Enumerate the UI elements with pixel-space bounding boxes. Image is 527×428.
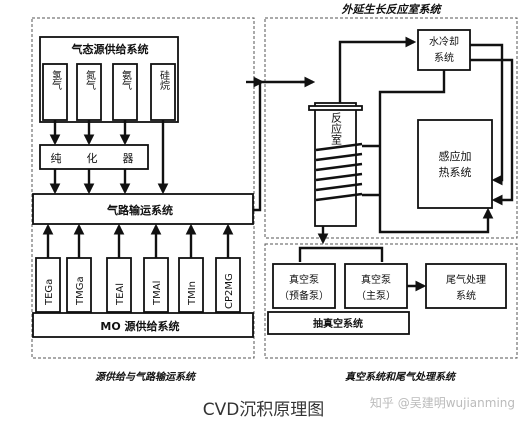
cooling-system-box — [417, 29, 471, 71]
mo-source-box — [66, 257, 92, 313]
heating-coil-turn — [315, 192, 363, 202]
cooling-to-heater — [470, 43, 504, 186]
mo-source-box — [178, 257, 204, 313]
gas-source-label: 氢气 — [50, 69, 62, 90]
heating-coil-turn — [315, 142, 363, 152]
mo-source-label: CP2MG — [224, 273, 235, 309]
gas-source-label: 氮气 — [84, 69, 96, 90]
watermark: 知乎 @吴建明wujianming — [369, 396, 515, 410]
mo-source-label: TMAl — [152, 281, 163, 306]
vacuum-pump-backup-label-line: 真空泵 — [289, 273, 319, 286]
exhaust-treatment-label-line: 系统 — [456, 289, 476, 302]
exhaust-treatment-label-line: 尾气处理 — [446, 273, 486, 286]
heating-system-label-line: 热系统 — [439, 166, 472, 179]
vacuum-section-frame — [264, 243, 518, 359]
gas-transport-title: 气路输运系统 — [106, 203, 173, 217]
cooling-outlet — [338, 36, 417, 103]
heating-coil-turn — [315, 182, 363, 192]
mo-source-box — [143, 257, 169, 313]
source-section-label: 源供给与气路输运系统 — [95, 371, 197, 383]
heating-coil — [315, 142, 363, 202]
mo-source-box — [35, 257, 61, 313]
mo-source-label: TMGa — [75, 276, 86, 306]
cooling-system-label-line: 水冷却 — [429, 35, 459, 48]
figure-caption: CVD沉积原理图 — [202, 400, 325, 420]
heating-system-label-line: 感应加 — [439, 149, 472, 163]
cooling-loop — [378, 70, 494, 234]
gas-source-box — [42, 63, 68, 121]
exhaust-treatment-box — [425, 263, 507, 309]
purifier-label: 纯 — [51, 152, 62, 165]
gas-source-label: 氨气 — [120, 69, 132, 90]
purifier-label: 器 — [123, 152, 134, 165]
vacuum-manifold — [298, 246, 384, 262]
vacuum-pump-backup-label-line: （预备泵） — [279, 289, 329, 302]
reactor-flange — [308, 105, 363, 111]
heating-coil-turn — [315, 162, 363, 172]
vacuum-system-box — [267, 311, 410, 335]
mo-source-box — [215, 257, 241, 313]
heating-coil-turn — [315, 172, 363, 182]
source-section-frame — [31, 17, 255, 359]
reactor-system-title: 外延生长反应室系统 — [341, 3, 443, 16]
vacuum-pump-main-label-line: 真空泵 — [361, 273, 391, 286]
mo-source-label: TEGa — [44, 279, 55, 306]
heating-system-box — [417, 119, 493, 209]
reactor-chamber-label: 反应室 — [330, 112, 343, 145]
vacuum-system-label: 抽真空系统 — [313, 317, 363, 330]
mo-source-boxes — [35, 257, 241, 313]
mo-source-label: TEAl — [115, 283, 126, 306]
reactor-section-frame — [264, 17, 518, 239]
mo-source-box — [106, 257, 132, 313]
gas-supply-title: 气态源供给系统 — [71, 42, 149, 56]
cooling-to-heater — [470, 58, 514, 206]
gas-source-box — [76, 63, 102, 121]
heating-coil-turn — [315, 152, 363, 162]
gas-source-boxes — [42, 63, 176, 121]
vacuum-pump-backup-box — [272, 263, 336, 309]
mo-source-label: TMIn — [187, 281, 198, 306]
gas-source-label: 硅烷 — [158, 69, 170, 91]
purifier-box — [39, 144, 149, 170]
mo-supply-box — [32, 312, 254, 338]
vacuum-section-label: 真空系统和尾气处理系统 — [345, 371, 457, 383]
gas-transport-box — [32, 193, 254, 225]
purifier-label: 化 — [87, 151, 98, 165]
feed-line — [253, 80, 310, 212]
mo-supply-title: MO 源供给系统 — [100, 319, 179, 333]
cooling-system-label-line: 系统 — [434, 51, 454, 64]
vacuum-pump-main-label-line: （主泵） — [356, 290, 396, 302]
